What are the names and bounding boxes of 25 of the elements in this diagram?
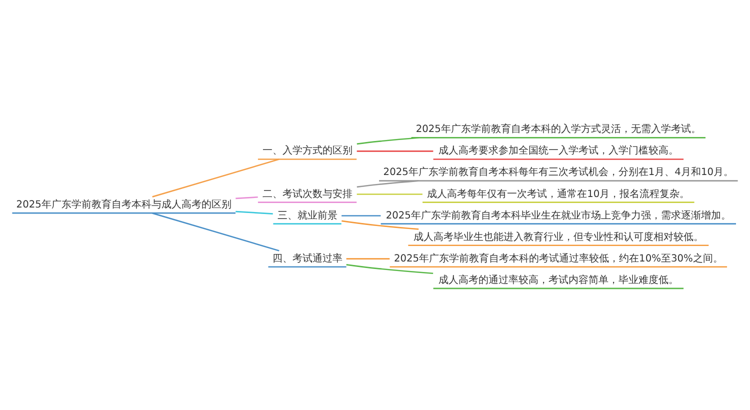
connector	[356, 137, 419, 145]
connector	[356, 180, 419, 188]
node-text: 成人高考每年仅有一次考试，通常在10月，报名流程复杂。	[427, 188, 690, 200]
connector	[342, 220, 419, 230]
connector	[356, 150, 434, 152]
node-text: 2025年广东学前教育自考本科每年有三次考试机会，分别在1月、4月和10月。	[383, 167, 734, 178]
node-text: 三、就业前景	[277, 210, 338, 222]
connector	[346, 264, 434, 274]
node-text: 2025年广东学前教育自考本科的入学方式灵活，无需入学考试。	[416, 124, 701, 136]
connector	[152, 212, 280, 252]
node-text: 2025年广东学前教育自考本科与成人高考的区别	[16, 200, 232, 211]
node-text: 成人高考的通过率较高，考试内容简单，毕业难度低。	[438, 274, 678, 286]
node-text: 二、考试次数与安排	[262, 188, 352, 200]
node-text: 2025年广东学前教育自考本科的考试通过率较低，约在10%至30%之间。	[394, 253, 723, 264]
node-text: 四、考试通过率	[272, 253, 342, 264]
node-text: 成人高考要求参加全国统一入学考试，入学门槛较高。	[438, 146, 678, 157]
connector	[236, 196, 258, 200]
connector	[342, 215, 381, 216]
connector	[236, 210, 273, 214]
connector	[346, 258, 390, 260]
node-text: 成人高考毕业生也能进入教育行业，但专业性和认可度相对较低。	[413, 232, 704, 243]
node-text: 2025年广东学前教育自考本科毕业生在就业市场上竞争力强，需求逐渐增加。	[386, 210, 731, 222]
connector	[356, 194, 422, 195]
node-text: 一、入学方式的区别	[262, 146, 352, 157]
connector	[152, 158, 280, 198]
